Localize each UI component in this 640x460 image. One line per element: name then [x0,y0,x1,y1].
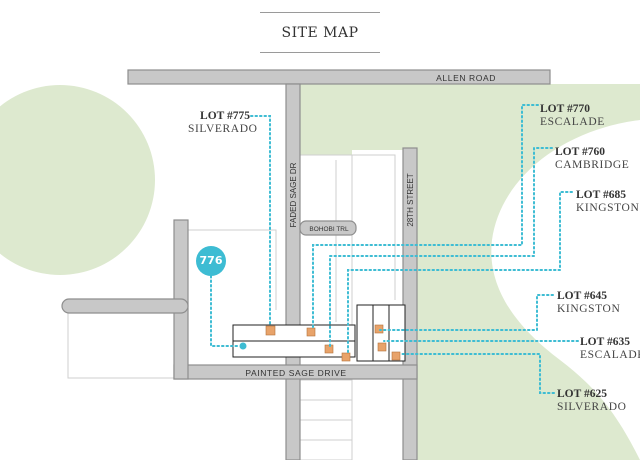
allen-road [127,69,551,85]
lot-635-model: ESCALADE [580,349,640,361]
house-645 [374,324,384,334]
green-area-right [300,84,640,460]
lot-label-645: LOT #645 KINGSTON [557,290,620,316]
28th-street-label: 28TH STREET [406,173,415,226]
house-625 [391,351,401,361]
lot-775-model: SILVERADO [188,123,258,135]
house-markers [265,324,401,362]
painted-sage-drive-label: PAINTED SAGE DRIVE [245,368,346,378]
lot-label-685: LOT #685 KINGSTON [576,189,639,215]
title-rule-top [260,12,380,13]
house-685 [341,352,351,362]
lot-label-760: LOT #760 CAMBRIDGE [555,146,629,172]
leader-770 [312,104,539,331]
title-block: SITE MAP [260,12,380,54]
west-branch-road [61,298,189,314]
lot-776-dot [239,342,247,350]
leader-lines [210,104,579,394]
lot-760-number: LOT #760 [555,146,605,158]
house-635 [377,342,387,352]
leader-760 [329,147,553,348]
lot-770-number: LOT #770 [540,103,590,115]
house-770 [306,327,316,337]
lot-635-number: LOT #635 [580,336,630,348]
lot-label-775: LOT #775 SILVERADO [188,110,257,136]
house-760 [324,344,334,354]
bohobi-trl-label: BOHOBI TRL [309,226,349,233]
leader-625 [399,353,555,394]
allen-road-label: ALLEN ROAD [436,73,496,83]
lot-775-number: LOT #775 [200,110,250,122]
house-775 [265,325,276,336]
lot-776-badge[interactable]: 776 [196,246,226,276]
lot-625-number: LOT #625 [557,388,607,400]
green-area-left [0,85,155,275]
leader-775 [250,115,271,327]
28th-street-road [402,147,418,460]
lot-645-model: KINGSTON [557,303,621,315]
lot-label-770: LOT #770 ESCALADE [540,103,605,129]
title-rule-bottom [260,52,380,53]
lot-770-model: ESCALADE [540,116,605,128]
lot-760-model: CAMBRIDGE [555,159,630,171]
lot-625-model: SILVERADO [557,401,627,413]
roads [61,69,551,460]
leader-776 [210,275,241,347]
lot-645-number: LOT #645 [557,290,607,302]
bohobi-trl-road [299,220,357,236]
faded-sage-dr-label: FADED SAGE DR [289,162,298,227]
lot-label-635: LOT #635 ESCALADE [580,336,640,362]
page-title: SITE MAP [281,25,359,41]
leader-645 [379,294,554,331]
faded-sage-dr-road [285,83,301,460]
leader-685 [347,191,573,356]
lot-685-model: KINGSTON [576,202,640,214]
lot-label-625: LOT #625 SILVERADO [557,388,627,414]
lot-685-number: LOT #685 [576,189,626,201]
